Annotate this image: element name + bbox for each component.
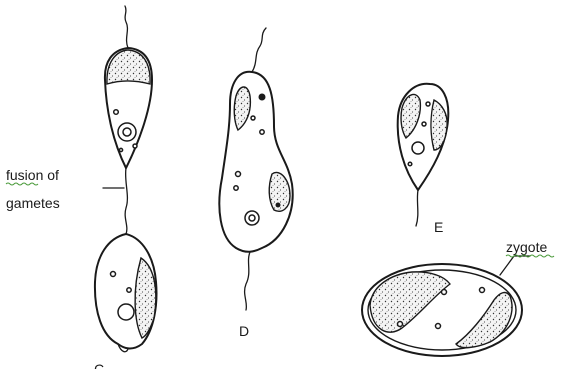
fusion-strand bbox=[125, 168, 127, 234]
e-nucleus bbox=[412, 142, 424, 154]
upper-vacuole bbox=[119, 148, 122, 151]
stage-e-cell: E bbox=[398, 84, 449, 235]
stage-d-planozygote: D bbox=[219, 28, 292, 339]
e-right-chloroplast bbox=[431, 100, 447, 150]
zygote-pointer bbox=[500, 256, 530, 275]
zygote: zygote bbox=[362, 239, 554, 356]
d-top-flagellum bbox=[252, 28, 266, 72]
d-nucleolus bbox=[249, 215, 255, 221]
d-vacuole bbox=[260, 130, 264, 134]
stage-d-label: D bbox=[239, 323, 249, 339]
fusion-label-line2: gametes bbox=[6, 195, 60, 211]
lower-nucleus bbox=[118, 304, 134, 320]
d-vacuole bbox=[236, 172, 241, 177]
stage-c-fusing-gametes: fusion of gametes C bbox=[6, 6, 156, 369]
lower-vacuole bbox=[127, 288, 131, 292]
stage-e-label: E bbox=[434, 219, 443, 235]
fusion-label-line1: fusion of bbox=[6, 167, 59, 183]
e-vacuole bbox=[426, 102, 430, 106]
d-eyespot bbox=[259, 94, 266, 101]
lower-vacuole bbox=[111, 272, 116, 277]
zygote-vacuole bbox=[442, 290, 447, 295]
zygote-label: zygote bbox=[506, 239, 547, 255]
d-vacuole bbox=[234, 186, 238, 190]
d-eyespot bbox=[276, 203, 281, 208]
upper-vacuole bbox=[114, 110, 119, 115]
d-bottom-flagellum bbox=[245, 252, 250, 310]
upper-nucleolus bbox=[123, 128, 131, 136]
e-left-chloroplast bbox=[401, 94, 420, 138]
zygote-vacuole bbox=[480, 288, 485, 293]
upper-vacuole bbox=[133, 144, 137, 148]
stage-c-label: C bbox=[94, 361, 104, 369]
e-flagellum bbox=[416, 190, 418, 226]
lower-gamete bbox=[95, 234, 157, 352]
zygote-vacuole bbox=[398, 322, 403, 327]
spellcheck-underline bbox=[6, 183, 38, 185]
e-vacuole bbox=[422, 122, 426, 126]
zygote-vacuole bbox=[436, 324, 441, 329]
d-upper-chloroplast bbox=[234, 87, 250, 130]
d-vacuole bbox=[251, 116, 255, 120]
e-vacuole bbox=[408, 162, 412, 166]
d-body bbox=[219, 72, 292, 252]
upper-flagellum bbox=[125, 6, 128, 48]
upper-gamete bbox=[105, 6, 152, 168]
